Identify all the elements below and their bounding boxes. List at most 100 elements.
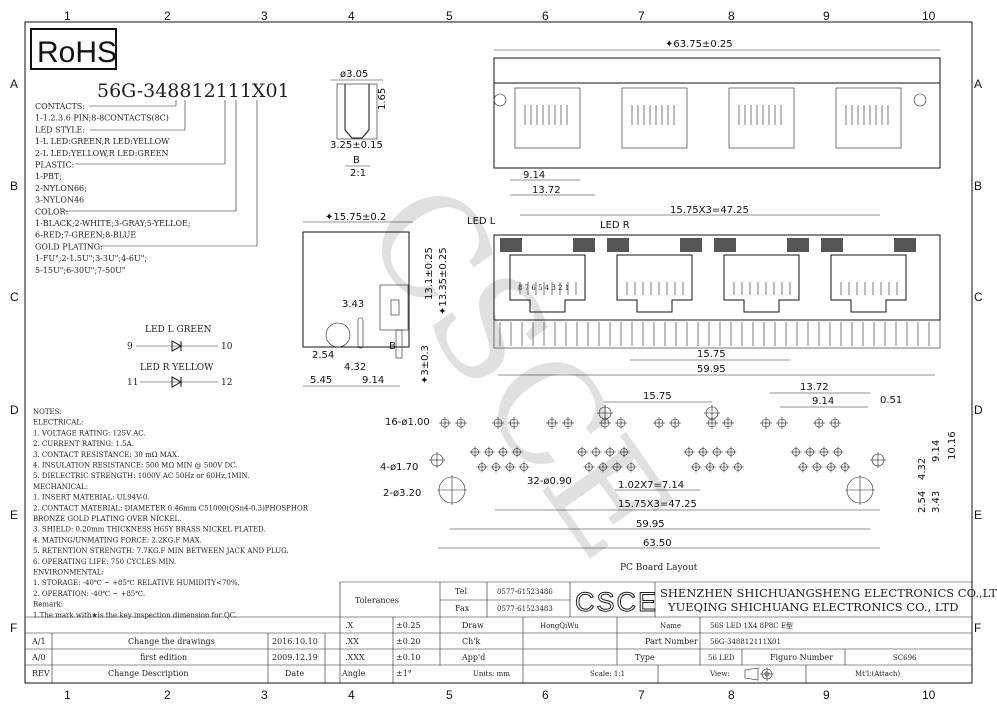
note-line: NOTES: bbox=[33, 408, 62, 416]
pcb-hole bbox=[469, 446, 481, 458]
led-window bbox=[787, 238, 809, 252]
pcb-hole bbox=[611, 461, 623, 473]
pcb-hole bbox=[845, 475, 875, 505]
column-label: 10 bbox=[922, 688, 936, 702]
note-line: ELECTRICAL: bbox=[33, 419, 83, 427]
column-label: 6 bbox=[542, 9, 549, 23]
pcb-hole bbox=[797, 461, 809, 473]
dim-label: 1.65 bbox=[377, 88, 388, 110]
legend-line: 1-1.2.3.6 PIN;8-8CONTACTS(8C) bbox=[35, 114, 169, 123]
company-name-1: SHENZHEN SHICHUANGSHENG ELECTRONICS CO.,… bbox=[660, 586, 997, 600]
rev-header: REV bbox=[32, 669, 50, 678]
hole-callout: 16-ø1.00 bbox=[385, 417, 430, 428]
pcb-hole bbox=[718, 461, 730, 473]
column-label: 8 bbox=[728, 688, 735, 702]
dim-label: 13.72 bbox=[532, 185, 561, 196]
led-r-callout: LED R bbox=[600, 220, 630, 231]
detail-scale: 2:1 bbox=[350, 168, 366, 179]
dim-label: ø3.05 bbox=[340, 69, 368, 80]
led-schematic: LED L GREEN 9 10 LED R YELLOW 11 12 bbox=[127, 325, 233, 388]
pcb-hole bbox=[576, 446, 588, 458]
projection-symbol-icon bbox=[744, 667, 774, 681]
tol-value: ±0.25 bbox=[396, 621, 421, 630]
column-label: 4 bbox=[348, 9, 355, 23]
pcb-hole bbox=[437, 475, 467, 505]
name-value: 56S LED 1X4 8P8C E型 bbox=[710, 621, 793, 630]
column-label: 6 bbox=[542, 688, 549, 702]
dim-label: 9.14 bbox=[362, 375, 384, 386]
figure-number-label: Figuro Number bbox=[770, 653, 833, 662]
pcb-hole bbox=[683, 446, 695, 458]
title-block: Tolerances .X ±0.25 .XX ±0.20 .XXX ±0.10… bbox=[341, 586, 997, 681]
mount-post bbox=[493, 93, 507, 107]
revision-table: A/1 Change the drawings 2016.10.10 A/0 f… bbox=[31, 637, 318, 678]
pcb-hole bbox=[832, 446, 844, 458]
dim-label: 9.14 bbox=[523, 170, 545, 181]
dim-label: 15.75 bbox=[697, 349, 726, 360]
port-outline bbox=[514, 87, 581, 149]
legend-line: 2-L LED:YELLOW,R LED:GREEN bbox=[35, 149, 169, 158]
note-line: 5. RETENTION STRENGTH: 7.7KG.F MIN BETWE… bbox=[33, 547, 289, 555]
column-label: 10 bbox=[922, 9, 936, 23]
view-label: View: bbox=[709, 670, 730, 678]
column-label: 2 bbox=[164, 688, 171, 702]
legend-line: 1-FU";2-1.5U";3-3U";4-6U"; bbox=[35, 254, 147, 263]
tol-key: .XX bbox=[345, 637, 359, 646]
pcb-hole bbox=[804, 446, 816, 458]
pcb-hole bbox=[546, 417, 558, 429]
column-label: 1 bbox=[64, 9, 71, 23]
pcb-hole bbox=[790, 446, 802, 458]
note-line: 2. OPERATION: -40℃ ~ +85℃. bbox=[33, 590, 145, 598]
legend-line: 5-15U";6-30U";7-50U" bbox=[35, 266, 126, 275]
column-label: 7 bbox=[638, 9, 645, 23]
note-line: 5. DIELECTRIC STRENGTH: 1000V AC 50Hz or… bbox=[33, 472, 249, 480]
tol-value: ±1° bbox=[396, 669, 412, 678]
name-label: Name bbox=[660, 622, 681, 630]
dim-label: 63.50 bbox=[643, 538, 672, 549]
dim-label: 3.25±0.15 bbox=[330, 140, 383, 151]
tol-key: Angle bbox=[341, 669, 366, 678]
led-r-label: LED R YELLOW bbox=[140, 363, 214, 373]
column-label: 3 bbox=[261, 688, 268, 702]
dim-label: ✦63.75±0.25 bbox=[665, 39, 733, 50]
row-label: E bbox=[974, 508, 982, 522]
csce-logo: CSCE bbox=[575, 587, 658, 617]
led-window bbox=[821, 238, 843, 252]
pcb-hole bbox=[562, 417, 574, 429]
dim-label: 15.75X3=47.25 bbox=[670, 205, 749, 216]
legend-line: COLOR: bbox=[35, 207, 68, 216]
led-l-callout: LED L bbox=[467, 216, 496, 227]
pcb-hole bbox=[455, 417, 467, 429]
draw-label: Draw bbox=[462, 621, 484, 630]
pcb-hole bbox=[870, 452, 886, 468]
draw-value: HongQiWu bbox=[540, 622, 579, 630]
column-label: 4 bbox=[348, 688, 355, 702]
dim-label: 2.54 bbox=[312, 350, 334, 361]
port-outline bbox=[728, 87, 795, 149]
rj45-port bbox=[723, 254, 800, 313]
pcb-hole bbox=[497, 446, 509, 458]
column-label: 8 bbox=[728, 9, 735, 23]
row-label: C bbox=[10, 290, 19, 304]
rj45-port bbox=[830, 254, 907, 313]
rev-date-cell: 2009.12.19 bbox=[272, 653, 318, 662]
row-label: B bbox=[10, 179, 18, 193]
pcb-hole bbox=[690, 461, 702, 473]
note-line: MECHANICAL: bbox=[33, 483, 88, 491]
diode-icon bbox=[171, 340, 183, 352]
pcb-hole bbox=[439, 417, 451, 429]
pcb-hole bbox=[625, 461, 637, 473]
pcb-hole bbox=[725, 446, 737, 458]
dim-label: ✦15.75±0.2 bbox=[325, 212, 386, 223]
part-number-value: 56G-348812111X01 bbox=[710, 638, 781, 646]
pcb-hole bbox=[704, 405, 720, 421]
front-view: LED L LED R 15.75X3=47.25 8 7 6 5 4 3 2 … bbox=[467, 205, 941, 376]
appd-label: App'd bbox=[461, 653, 485, 662]
desc-header: Change Description bbox=[108, 669, 189, 678]
rev-cell: A/0 bbox=[31, 653, 46, 662]
pcb-hole bbox=[429, 452, 445, 468]
dim-label: 3.43 bbox=[342, 299, 364, 310]
tol-key: .XXX bbox=[345, 653, 365, 662]
dim-label: 0.51 bbox=[880, 395, 902, 406]
